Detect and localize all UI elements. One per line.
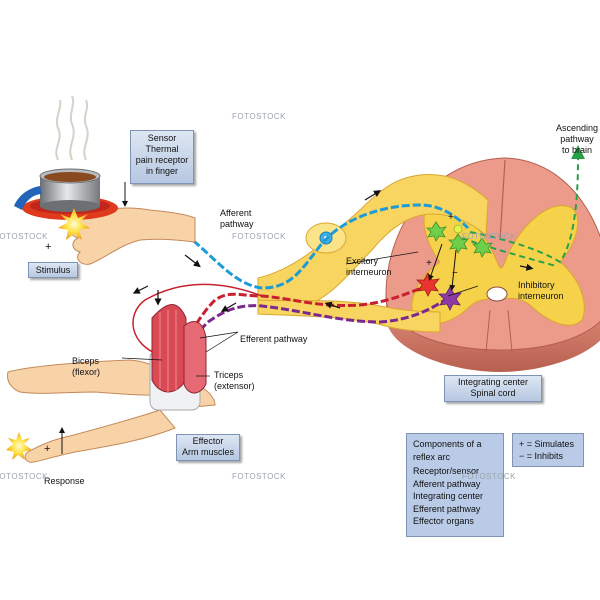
excitory-line-1: Excitory — [346, 256, 379, 266]
effector-line-1: Effector — [192, 436, 224, 446]
excitory-line-2: interneuron — [346, 267, 392, 277]
biceps-line-2: (flexor) — [72, 367, 101, 377]
integrating-box: Integrating center Spinal cord — [444, 375, 542, 402]
biceps-label: Biceps (flexor) — [72, 356, 100, 378]
watermark: FOTOSTOCK — [462, 472, 516, 481]
effector-line-2: Arm muscles — [181, 447, 234, 457]
stimulus-box: Stimulus — [28, 262, 78, 278]
response-burst-icon — [6, 432, 32, 460]
interneuron-cells — [416, 221, 493, 311]
effector-box: Effector Arm muscles — [176, 434, 240, 461]
stimulus-plus: + — [45, 241, 52, 253]
cord-plus-1: + — [448, 212, 454, 223]
response-label: Response — [44, 476, 85, 486]
afferent-line-2: pathway — [220, 219, 254, 229]
biceps-line-1: Biceps — [72, 356, 100, 366]
legend-line-7: Effector organs — [413, 516, 474, 526]
legend-line-6: Efferent pathway — [413, 503, 481, 514]
sensor-line-1: Sensor — [147, 133, 177, 143]
inhibitory-line-2: interneuron — [518, 291, 564, 301]
sensor-line-2: Thermal — [145, 144, 179, 154]
cord-minus: − — [452, 268, 458, 279]
watermark: FOTOSTOCK — [0, 232, 48, 241]
legend-line-2: reflex arc — [413, 451, 451, 462]
stimulus-label: Stimulus — [35, 265, 71, 275]
ascending-line-1: Ascending — [556, 123, 599, 133]
legend-line-1: Components of a — [413, 439, 482, 449]
legend-line-3: Receptor/sensor — [413, 466, 480, 476]
integrating-line-2: Spinal cord — [470, 388, 516, 398]
integrating-line-1: Integrating center — [457, 377, 529, 387]
stimulus-burst-icon — [58, 208, 90, 240]
inhibitory-line-1: Inhibitory — [518, 280, 555, 290]
watermark: FOTOSTOCK — [462, 232, 516, 241]
sensor-line-4: in finger — [145, 166, 179, 176]
triceps-line-1: Triceps — [214, 370, 244, 380]
pot-icon — [14, 95, 118, 220]
watermark: FOTOSTOCK — [0, 472, 48, 481]
sensor-line-3: pain receptor — [135, 155, 189, 165]
watermark: FOTOSTOCK — [232, 232, 286, 241]
key-box: + = Simulates − = Inhibits — [512, 433, 584, 467]
triceps-label: Triceps (extensor) — [214, 370, 255, 392]
cord-plus-2: + — [426, 258, 432, 269]
response-plus: + — [44, 443, 51, 455]
sensor-box: Sensor Thermal pain receptor in finger — [130, 130, 194, 184]
afferent-line-1: Afferent — [220, 208, 252, 218]
excitory-label: Excitory interneuron — [346, 256, 392, 278]
watermark: FOTOSTOCK — [232, 112, 286, 121]
ascending-label: Ascending pathway to brain — [556, 123, 598, 156]
arm-muscle-icon — [149, 304, 207, 411]
legend-box: Components of a reflex arc Receptor/sens… — [406, 433, 504, 537]
legend-line-4: Afferent pathway — [413, 478, 481, 489]
legend-line-5: Integrating center — [413, 491, 484, 501]
ascending-line-2: pathway — [560, 134, 594, 144]
key-line-2: − = Inhibits — [519, 451, 564, 461]
afferent-label: Afferent pathway — [220, 208, 254, 230]
triceps-line-2: (extensor) — [214, 381, 255, 391]
efferent-label: Efferent pathway — [240, 334, 308, 344]
key-line-1: + = Simulates — [519, 439, 575, 449]
ascending-line-3: to brain — [562, 145, 593, 155]
inhibitory-label: Inhibitory interneuron — [518, 280, 564, 302]
watermark: FOTOSTOCK — [232, 472, 286, 481]
